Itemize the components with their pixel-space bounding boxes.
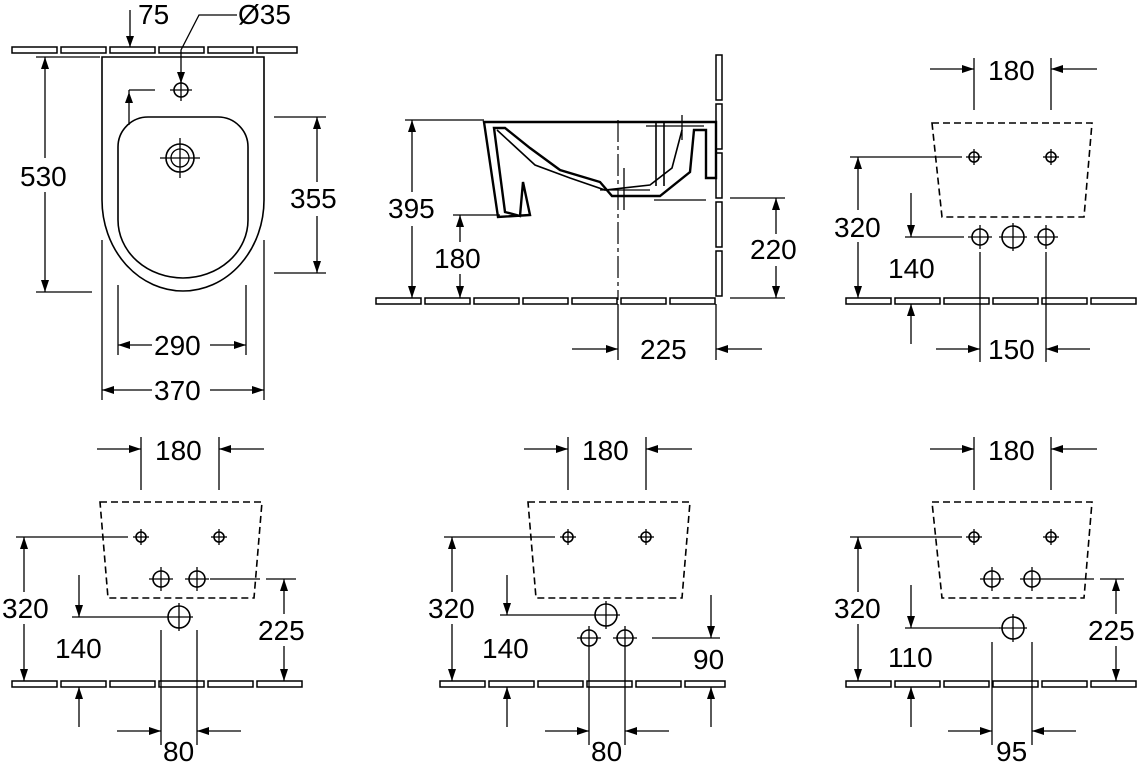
dim-180-c: 180: [582, 435, 629, 466]
dim-80-c: 80: [591, 736, 622, 765]
dim-320-b: 320: [2, 593, 49, 624]
dim-140-b: 140: [55, 633, 102, 664]
rear-view-variant-d: 180 320 110 225 95: [834, 435, 1138, 765]
bidet-profile: [482, 120, 718, 219]
rear-view-variant-b: 180 320 140 225 80: [2, 435, 308, 765]
dim-290: 290: [154, 330, 201, 361]
dim-180-b: 180: [155, 435, 202, 466]
dim-180-side: 180: [434, 243, 481, 274]
dim-95: 95: [996, 736, 1027, 765]
dim-320-a: 320: [834, 212, 881, 243]
side-floor: [375, 297, 716, 305]
dim-dia35: Ø35: [238, 0, 291, 30]
floor-b: [11, 680, 303, 688]
dim-80-b: 80: [163, 736, 194, 765]
side-view: 395 180 220 225: [375, 54, 802, 365]
floor-a: [845, 297, 1137, 305]
dim-75: 75: [138, 0, 169, 30]
dim-355: 355: [290, 183, 337, 214]
dim-140-c: 140: [482, 633, 529, 664]
dim-370: 370: [154, 375, 201, 406]
top-wall: [11, 46, 298, 54]
rear-view-variant-c: 180 320 140 90 80: [428, 435, 726, 765]
dim-225-b: 225: [258, 615, 305, 646]
dim-530: 530: [20, 161, 67, 192]
dim-220: 220: [750, 234, 797, 265]
dim-150: 150: [988, 334, 1035, 365]
dim-140-a: 140: [888, 253, 935, 284]
dim-225-side: 225: [640, 334, 687, 365]
bidet-outline: [101, 56, 265, 292]
bowl-outline: [117, 116, 249, 279]
dim-110: 110: [888, 642, 933, 673]
floor-d: [845, 680, 1137, 688]
dim-180-d: 180: [988, 435, 1035, 466]
floor-c: [439, 680, 726, 688]
dim-225-d: 225: [1088, 615, 1135, 646]
dim-180-a: 180: [988, 55, 1035, 86]
top-view: 75 Ø35 530 355 290 370: [11, 0, 342, 406]
rear-view-variant-a: 180 320 140 150: [834, 55, 1137, 365]
dim-320-c: 320: [428, 593, 475, 624]
dim-395: 395: [388, 193, 435, 224]
dim-320-d: 320: [834, 593, 881, 624]
dim-90: 90: [693, 644, 724, 675]
